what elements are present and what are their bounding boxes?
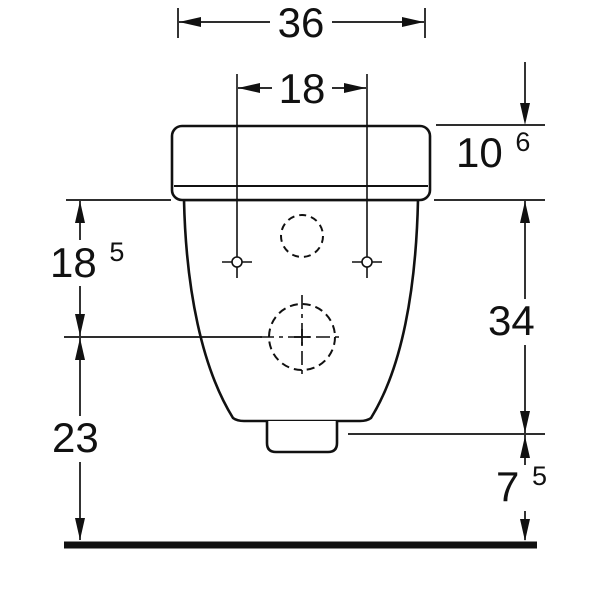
arrow-down-icon	[75, 314, 85, 336]
label-bg	[484, 299, 540, 345]
label-bg	[46, 416, 108, 462]
dimension-bolt-spacing-label: 18	[279, 65, 326, 112]
arrow-up-icon	[75, 338, 85, 360]
upper-dashed-circle	[280, 214, 324, 258]
dimension-superscript: 6	[515, 127, 530, 157]
center-detail	[260, 214, 344, 379]
dimension-value: 18	[50, 239, 97, 286]
label-backgrounds	[44, 3, 542, 511]
toilet-figure	[170, 124, 432, 454]
arrow-down-icon	[75, 518, 85, 540]
arrow-down-icon	[520, 411, 530, 433]
arrow-right-icon	[344, 83, 366, 93]
dimension-upper-height-label: 18 5	[50, 237, 124, 286]
toilet-lid	[170, 124, 432, 202]
arrow-left-icon	[238, 83, 260, 93]
arrow-left-icon	[179, 17, 201, 27]
dimension-cover-height-label: 10 6	[456, 127, 530, 176]
bolt-centerlines	[222, 74, 382, 278]
label-bg	[270, 3, 332, 41]
arrow-up-icon	[75, 201, 85, 223]
dimension-total-width-label: 36	[278, 0, 325, 46]
arrow-up-icon	[520, 436, 530, 458]
dimension-superscript: 5	[532, 461, 547, 491]
label-bg	[272, 69, 332, 107]
dimension-superscript: 5	[109, 237, 124, 267]
dimension-value: 7	[496, 463, 519, 510]
arrow-up-icon	[520, 201, 530, 223]
dimension-value: 10	[456, 129, 503, 176]
dimension-body-height-label: 34	[488, 297, 535, 344]
toilet-outlet-pipe	[265, 421, 339, 454]
label-bg	[490, 465, 542, 511]
dimension-floor-offset-label: 7 5	[496, 461, 547, 510]
dimension-arrows	[75, 17, 530, 541]
arrow-right-icon	[402, 17, 424, 27]
dimension-lower-height-label: 23	[52, 414, 99, 461]
arrow-down-icon	[520, 103, 530, 125]
arrow-down-icon	[520, 519, 530, 541]
bolt-mark-left-circle	[231, 256, 243, 268]
label-bg	[44, 240, 120, 286]
toilet-bowl	[182, 198, 420, 423]
bolt-mark-right-circle	[361, 256, 373, 268]
